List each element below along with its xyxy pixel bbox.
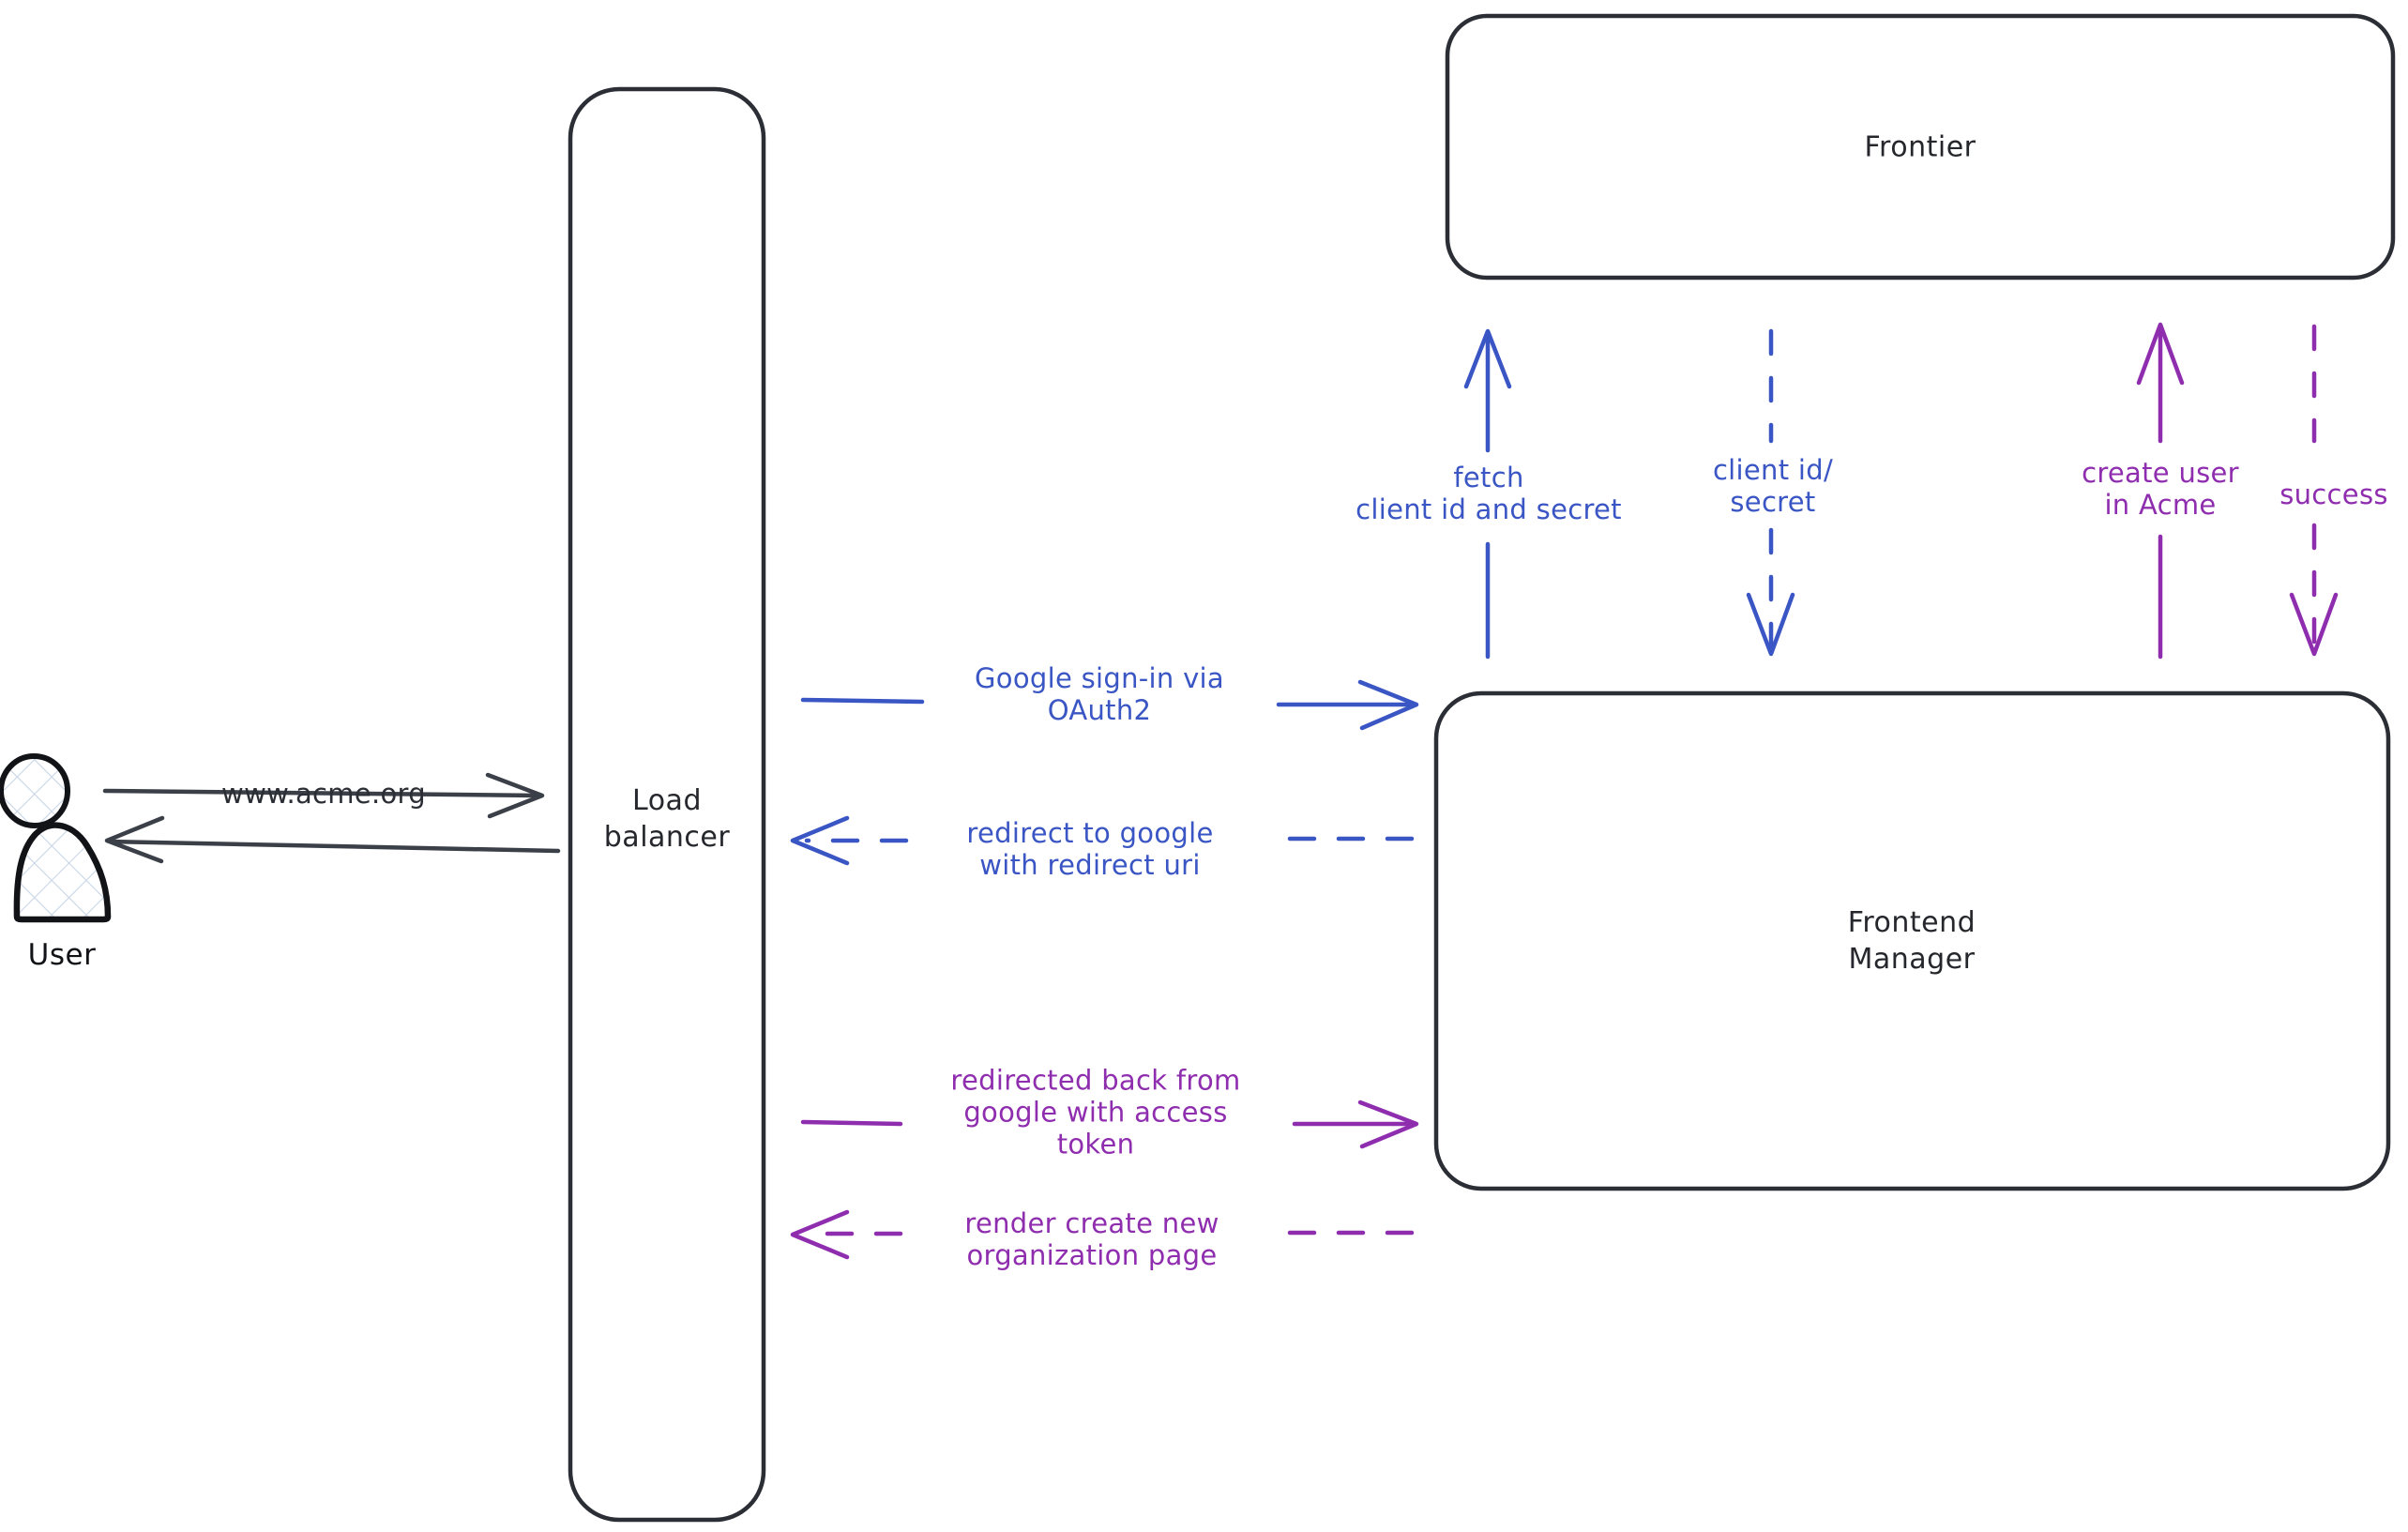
edge-fm-to-frontier-create: [2136, 322, 2185, 660]
node-load-balancer[interactable]: [568, 86, 766, 1523]
edge-frontier-to-fm-success: [2289, 324, 2339, 657]
edge-lb-to-fm-token: [800, 1100, 1419, 1149]
edge-fm-to-frontier-fetch: [1463, 328, 1512, 660]
edge-fm-to-lb-redirect: [790, 815, 1415, 866]
actor-label-user: User: [27, 938, 97, 972]
edge-frontier-to-fm-creds: [1746, 328, 1795, 657]
edge-fm-to-lb-render: [790, 1209, 1415, 1260]
edge-lb-to-user: [104, 815, 561, 864]
edge-user-to-lb: [102, 772, 545, 819]
edge-lb-to-fm-signin: [800, 679, 1419, 731]
user-person-icon: [0, 753, 112, 923]
node-frontend-manager[interactable]: [1433, 690, 2391, 1191]
node-frontier[interactable]: [1445, 13, 2396, 281]
